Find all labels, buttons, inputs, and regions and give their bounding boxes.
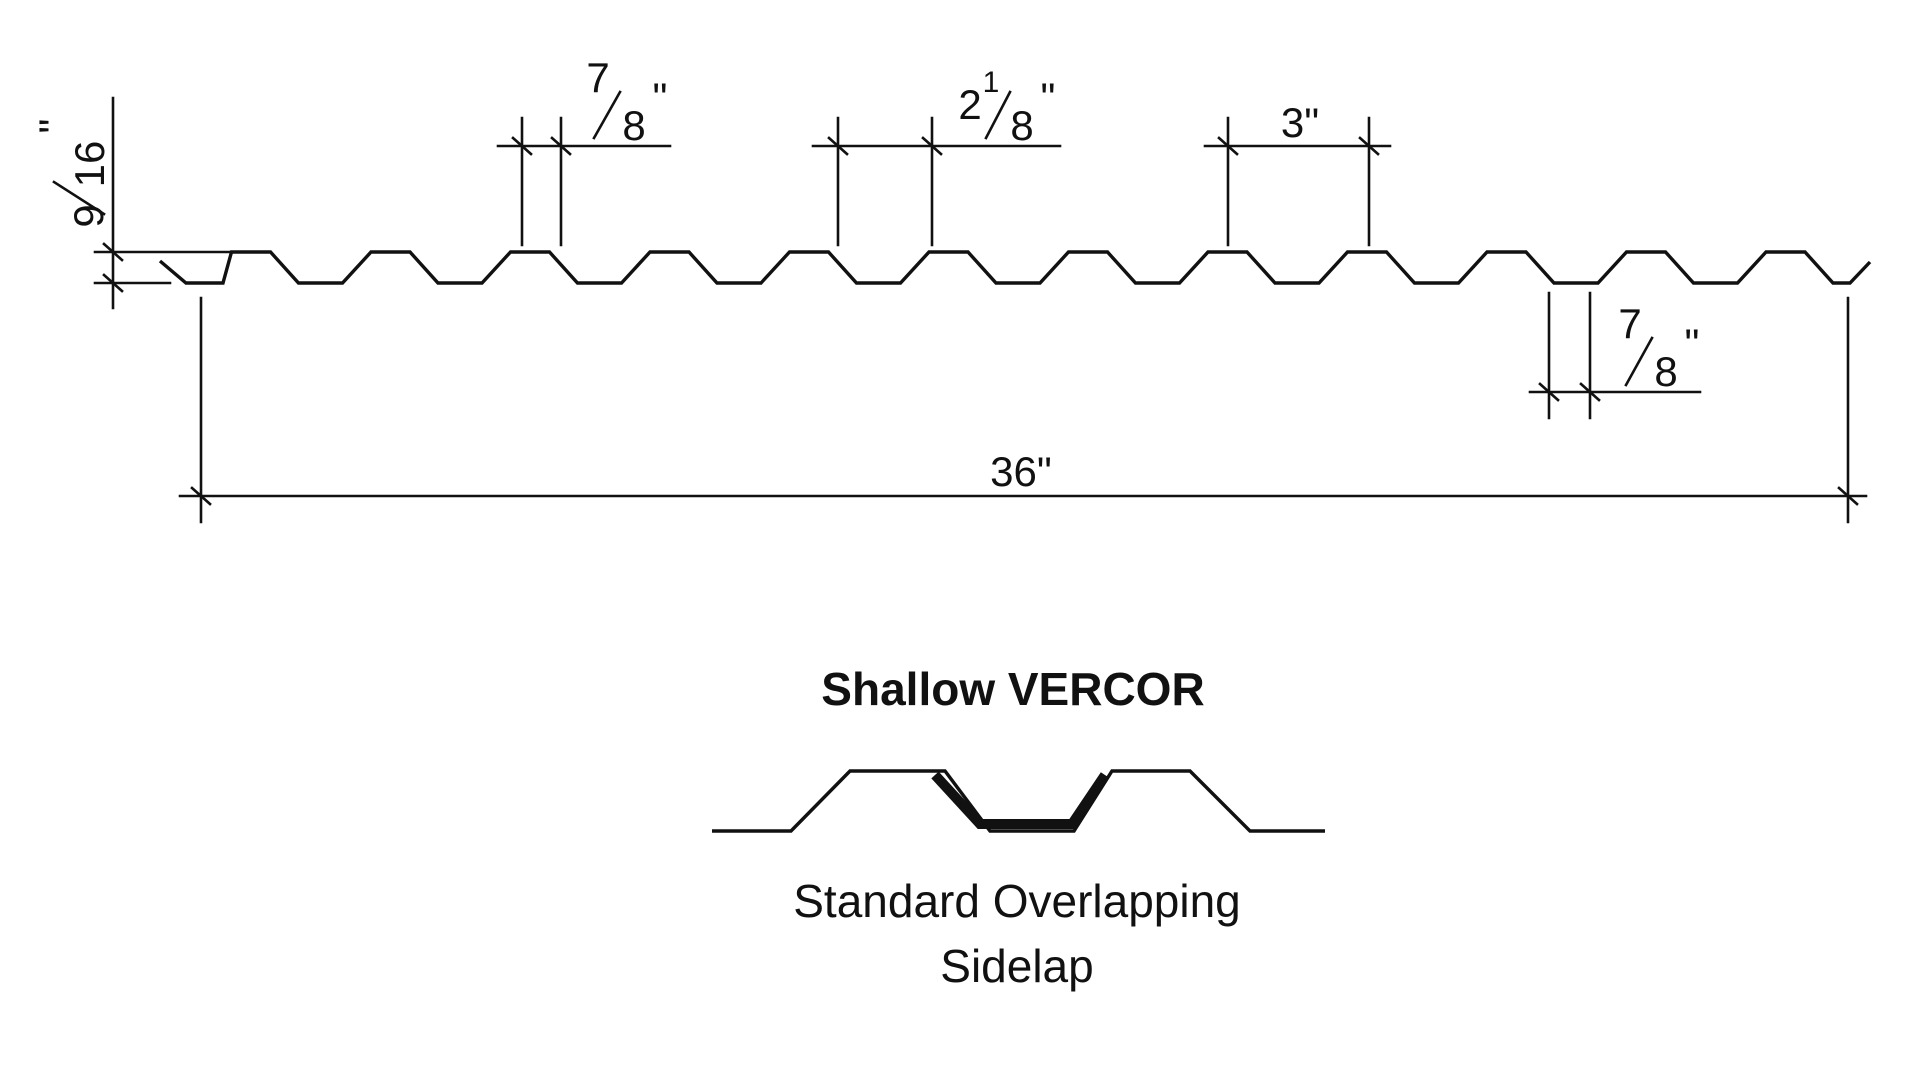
height-denominator: 16 — [66, 141, 113, 188]
coverage-width-dimension: 36" — [178, 296, 1868, 524]
pitch-segment-whole: 2 — [958, 81, 981, 128]
height-dimension: 9 16 " — [30, 96, 237, 310]
valley-flat-unit: " — [1685, 320, 1700, 367]
sidelap-overlap-highlight — [931, 771, 1110, 829]
valley-flat-numerator: 7 — [1618, 300, 1641, 347]
sidelap-detail: Shallow VERCOR Standard Overlapping Side… — [712, 663, 1325, 992]
pitch-segment-numerator: 1 — [983, 66, 1000, 99]
corrugated-panel-profile — [158, 250, 1872, 285]
height-unit: " — [30, 119, 77, 134]
rib-pitch-dimension: 3" — [1203, 99, 1392, 247]
sidelap-caption-line1: Standard Overlapping — [793, 875, 1241, 927]
pitch-segment-dimension: 2 1 8 " — [811, 66, 1062, 247]
height-dimension-label: 9 16 " — [30, 119, 113, 228]
rib-pitch-label: 3" — [1281, 99, 1319, 146]
pitch-segment-denominator: 8 — [1010, 102, 1033, 149]
coverage-width-label: 36" — [990, 448, 1052, 495]
pitch-segment-unit: " — [1041, 74, 1056, 121]
crest-flat-unit: " — [653, 74, 668, 121]
crest-flat-dimension: 7 8 " — [496, 54, 672, 247]
sidelap-profile — [712, 769, 1325, 833]
crest-flat-numerator: 7 — [586, 54, 609, 101]
crest-flat-denominator: 8 — [622, 102, 645, 149]
sidelap-caption-line2: Sidelap — [940, 940, 1093, 992]
valley-flat-denominator: 8 — [1654, 348, 1677, 395]
valley-flat-dimension: 7 8 " — [1528, 291, 1702, 420]
height-numerator: 9 — [65, 204, 112, 227]
sidelap-title: Shallow VERCOR — [821, 663, 1204, 715]
